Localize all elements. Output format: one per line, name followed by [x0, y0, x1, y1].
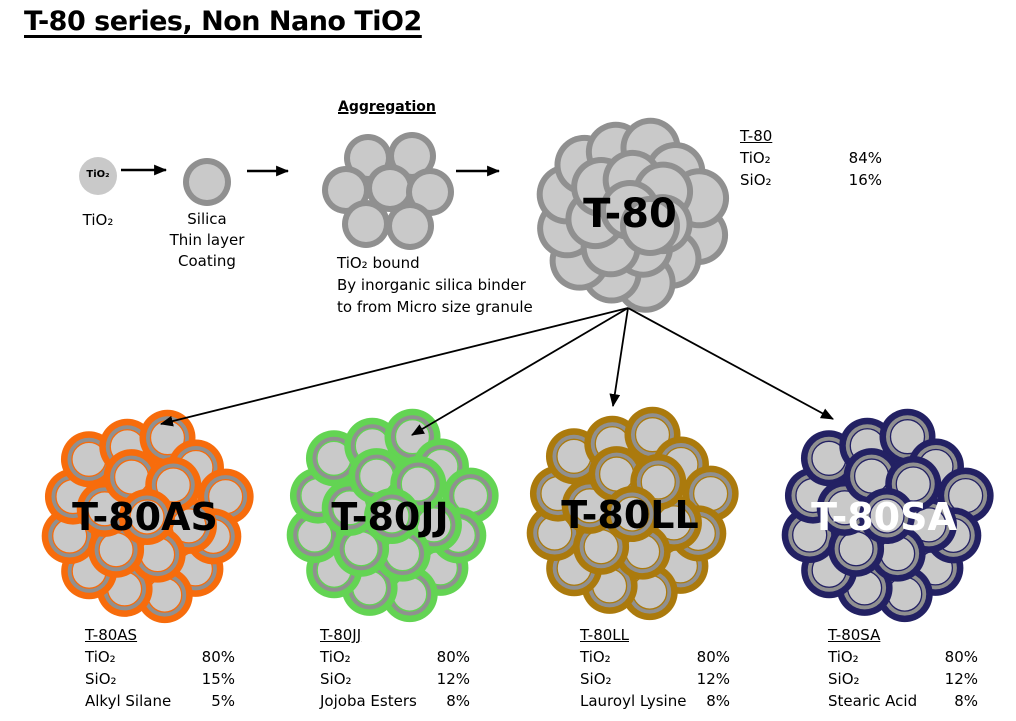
component-name: TiO₂	[320, 648, 351, 666]
component-value: 80%	[944, 648, 978, 666]
silica-coated-particle	[183, 158, 231, 206]
composition-row: TiO₂ 84%	[740, 147, 882, 169]
component-value: 80%	[696, 648, 730, 666]
t80as-cluster-label: T-80AS	[72, 495, 218, 539]
composition-row: TiO₂ 80%	[828, 646, 978, 668]
arrow-t80-to-t80jj	[411, 307, 629, 436]
component-name: SiO₂	[580, 670, 612, 688]
composition-title: T-80LL	[580, 626, 629, 644]
t80sa-cluster-label: T-80SA	[811, 495, 957, 539]
composition-row: SiO₂ 16%	[740, 169, 882, 191]
component-name: TiO₂	[740, 149, 771, 167]
component-name: Alkyl Silane	[85, 692, 172, 710]
component-value: 12%	[944, 670, 978, 688]
composition-row: SiO₂ 15%	[85, 668, 235, 690]
t80sa-composition-block: T-80SA TiO₂ 80% SiO₂ 12% Stearic Acid 8%	[828, 624, 978, 712]
composition-rows: TiO₂ 80% SiO₂ 12% Lauroyl Lysine 8%	[580, 646, 730, 712]
aggregation-caption-line: By inorganic silica binder	[337, 276, 526, 294]
t80ll-cluster	[526, 406, 739, 621]
t80sa-cluster	[781, 408, 994, 623]
composition-title: T-80	[740, 127, 773, 145]
component-value: 8%	[706, 692, 730, 710]
t80-cluster-label: T-80	[583, 191, 677, 237]
composition-rows: TiO₂ 80% SiO₂ 12% Stearic Acid 8%	[828, 646, 978, 712]
arrow-t80-to-t80sa	[627, 307, 834, 420]
composition-title: T-80SA	[828, 626, 881, 644]
component-value: 84%	[848, 149, 882, 167]
composition-rows: TiO₂ 84% SiO₂ 16%	[740, 147, 882, 191]
component-name: SiO₂	[828, 670, 860, 688]
aggregation-caption: TiO₂ bound By inorganic silica binder to…	[337, 252, 533, 318]
arrow-t80-to-t80ll	[609, 307, 629, 408]
aggregation-heading: Aggregation	[338, 99, 436, 115]
component-value: 12%	[436, 670, 470, 688]
t80ll-composition-block: T-80LL TiO₂ 80% SiO₂ 12% Lauroyl Lysine 8%	[580, 624, 730, 712]
component-value: 80%	[201, 648, 235, 666]
component-value: 16%	[848, 171, 882, 189]
component-name: TiO₂	[828, 648, 859, 666]
t80ll-cluster-label: T-80LL	[561, 493, 699, 537]
component-value: 5%	[211, 692, 235, 710]
component-name: SiO₂	[85, 670, 117, 688]
tio2-particle-label: TiO₂	[86, 169, 110, 180]
t80as-composition-block: T-80AS TiO₂ 80% SiO₂ 15% Alkyl Silane 5%	[85, 624, 235, 712]
composition-rows: TiO₂ 80% SiO₂ 12% Jojoba Esters 8%	[320, 646, 470, 712]
arrow-t80-to-t80as	[159, 307, 629, 427]
silica-caption-line: Silica	[187, 210, 227, 228]
fanout-arrows	[159, 307, 834, 436]
process-arrows	[121, 164, 501, 177]
composition-row: TiO₂ 80%	[580, 646, 730, 668]
composition-row: Lauroyl Lysine 8%	[580, 690, 730, 712]
component-name: Stearic Acid	[828, 692, 918, 710]
composition-title: T-80JJ	[320, 626, 362, 644]
composition-row: Jojoba Esters 8%	[320, 690, 470, 712]
component-value: 80%	[436, 648, 470, 666]
component-value: 15%	[201, 670, 235, 688]
t80jj-cluster-label: T-80JJ	[331, 495, 449, 539]
page-title: T-80 series, Non Nano TiO2	[24, 6, 422, 37]
t80-cluster	[536, 117, 730, 313]
component-name: SiO₂	[740, 171, 772, 189]
t80as-cluster	[41, 409, 254, 624]
tio2-particle	[79, 157, 117, 195]
aggregation-caption-line: TiO₂ bound	[337, 254, 420, 272]
silica-caption: Silica Thin layer Coating	[157, 209, 257, 272]
component-value: 8%	[446, 692, 470, 710]
t80-composition-block: T-80 TiO₂ 84% SiO₂ 16%	[740, 125, 882, 191]
component-name: TiO₂	[580, 648, 611, 666]
silica-caption-line: Thin layer	[169, 231, 245, 249]
composition-row: SiO₂ 12%	[320, 668, 470, 690]
t80jj-composition-block: T-80JJ TiO₂ 80% SiO₂ 12% Jojoba Esters 8%	[320, 624, 470, 712]
component-name: SiO₂	[320, 670, 352, 688]
composition-row: TiO₂ 80%	[85, 646, 235, 668]
composition-row: SiO₂ 12%	[580, 668, 730, 690]
component-value: 8%	[954, 692, 978, 710]
tio2-caption: TiO₂	[82, 211, 114, 229]
component-name: Lauroyl Lysine	[580, 692, 687, 710]
component-name: TiO₂	[85, 648, 116, 666]
composition-row: SiO₂ 12%	[828, 668, 978, 690]
component-value: 12%	[696, 670, 730, 688]
aggregation-cluster	[322, 132, 454, 250]
t80jj-cluster	[286, 408, 499, 623]
component-name: Jojoba Esters	[320, 692, 417, 710]
composition-row: TiO₂ 80%	[320, 646, 470, 668]
silica-caption-line: Coating	[178, 252, 236, 270]
aggregation-caption-line: to from Micro size granule	[337, 298, 533, 316]
composition-title: T-80AS	[85, 626, 138, 644]
composition-rows: TiO₂ 80% SiO₂ 15% Alkyl Silane 5%	[85, 646, 235, 712]
composition-row: Stearic Acid 8%	[828, 690, 978, 712]
composition-row: Alkyl Silane 5%	[85, 690, 235, 712]
